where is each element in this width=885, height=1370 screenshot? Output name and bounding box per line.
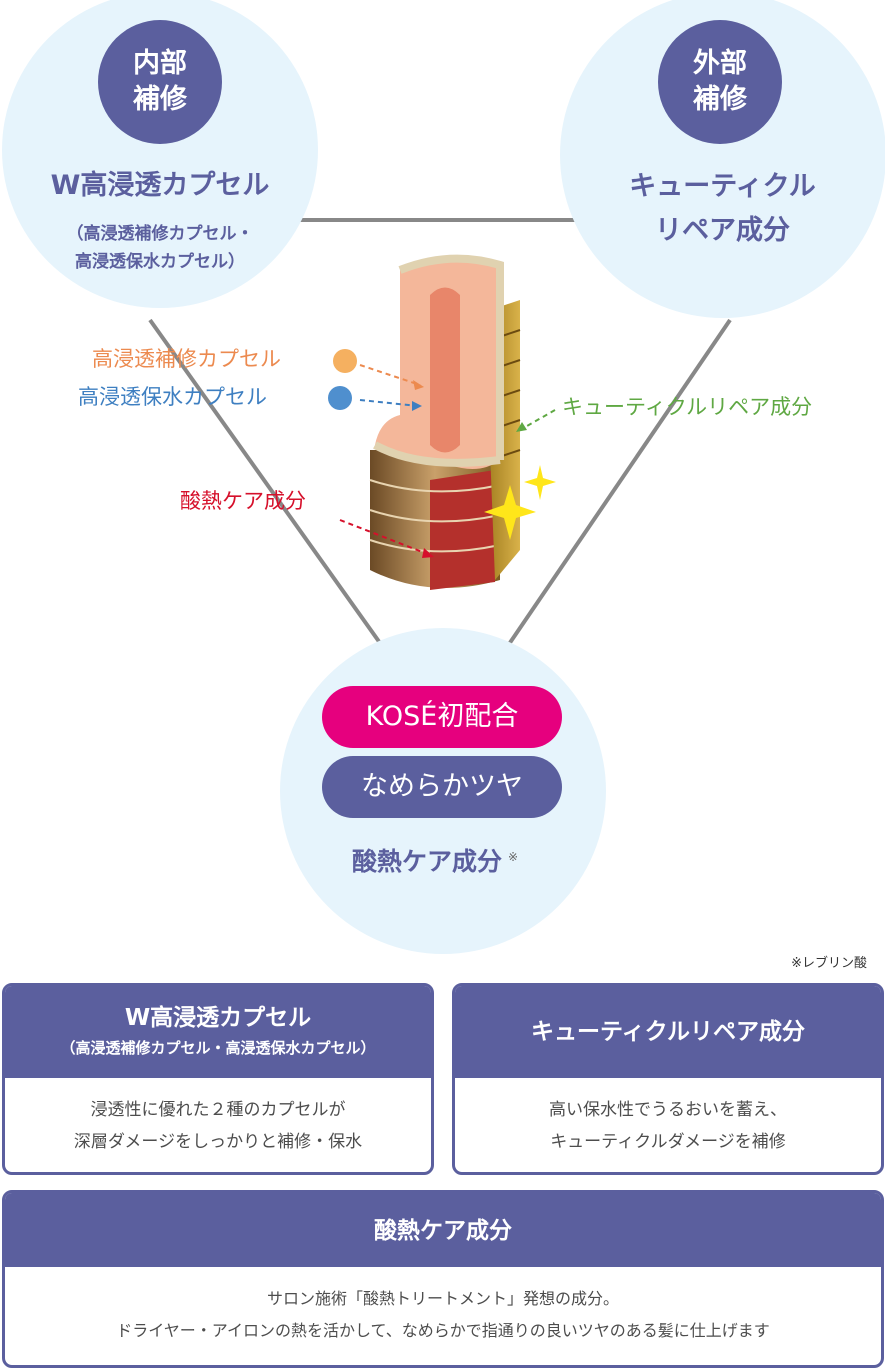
box-body: 高い保水性でうるおいを蓄え、 キューティクルダメージを補修 [455,1078,881,1158]
footnote: ※レブリン酸 [791,956,867,971]
title-line: リペア成分 [655,215,790,246]
box-text: 浸透性に優れた２種のカプセルが [90,1100,346,1120]
title-line: キューティクル [629,171,816,202]
outer-repair-badge: 外部 補修 [658,20,782,144]
subtitle-line: （高浸透補修カプセル・ [66,224,254,244]
w-capsule-box: W高浸透カプセル （高浸透補修カプセル・高浸透保水カプセル） 浸透性に優れた２種… [2,983,434,1175]
moist-capsule-dot [328,386,352,410]
box-text: キューティクルダメージを補修 [550,1132,786,1152]
moist-capsule-label: 高浸透保水カプセル [78,385,267,409]
box-header: W高浸透カプセル （高浸透補修カプセル・高浸透保水カプセル） [5,986,431,1078]
acid-heat-box: 酸熱ケア成分 サロン施術「酸熱トリートメント」発想の成分。 ドライヤー・アイロン… [2,1190,884,1368]
badge-text: 内部 [133,48,187,79]
box-text: ドライヤー・アイロンの熱を活かして、なめらかで指通りの良いツヤのある髪に仕上げま… [116,1321,770,1340]
box-title: W高浸透カプセル [124,1005,312,1031]
box-text: サロン施術「酸熱トリートメント」発想の成分。 [266,1289,619,1308]
box-subtitle: （高浸透補修カプセル・高浸透保水カプセル） [60,1039,376,1057]
repair-capsule-dot [333,349,357,373]
repair-capsule-label: 高浸透補修カプセル [92,347,281,371]
badge-text: 外部 [693,48,747,79]
cuticle-title: キューティクル リペア成分 [570,165,875,253]
box-header: キューティクルリペア成分 [455,986,881,1078]
acid-heat-title-text: 酸熱ケア成分 [352,847,503,876]
subtitle-line: 高浸透保水カプセル） [75,252,245,272]
box-text: 高い保水性でうるおいを蓄え、 [549,1100,787,1120]
badge-text: 補修 [133,84,187,115]
w-capsule-subtitle: （高浸透補修カプセル・ 高浸透保水カプセル） [10,220,310,276]
w-capsule-title: W高浸透カプセル [50,170,270,201]
cuticle-label: キューティクルリペア成分 [562,395,813,419]
kose-first-badge: KOSÉ初配合 [322,686,562,748]
acid-heat-title: 酸熱ケア成分 ※ [352,842,518,878]
cuticle-box: キューティクルリペア成分 高い保水性でうるおいを蓄え、 キューティクルダメージを… [452,983,884,1175]
hair-cross-section-illustration [369,254,556,590]
acid-heat-label: 酸熱ケア成分 [180,489,306,513]
smooth-shine-badge: なめらかツヤ [322,756,562,818]
connector-lines [148,218,732,652]
note-mark: ※ [508,849,519,864]
inner-repair-badge: 内部 補修 [98,20,222,144]
box-title: 酸熱ケア成分 [374,1218,512,1244]
box-header: 酸熱ケア成分 [5,1193,881,1267]
box-body: サロン施術「酸熱トリートメント」発想の成分。 ドライヤー・アイロンの熱を活かして… [5,1267,881,1347]
box-text: 深層ダメージをしっかりと補修・保水 [73,1132,363,1152]
box-title: キューティクルリペア成分 [531,1019,805,1045]
callout-arrows [328,349,556,558]
badge-text: 補修 [693,84,747,115]
box-body: 浸透性に優れた２種のカプセルが 深層ダメージをしっかりと補修・保水 [5,1078,431,1158]
